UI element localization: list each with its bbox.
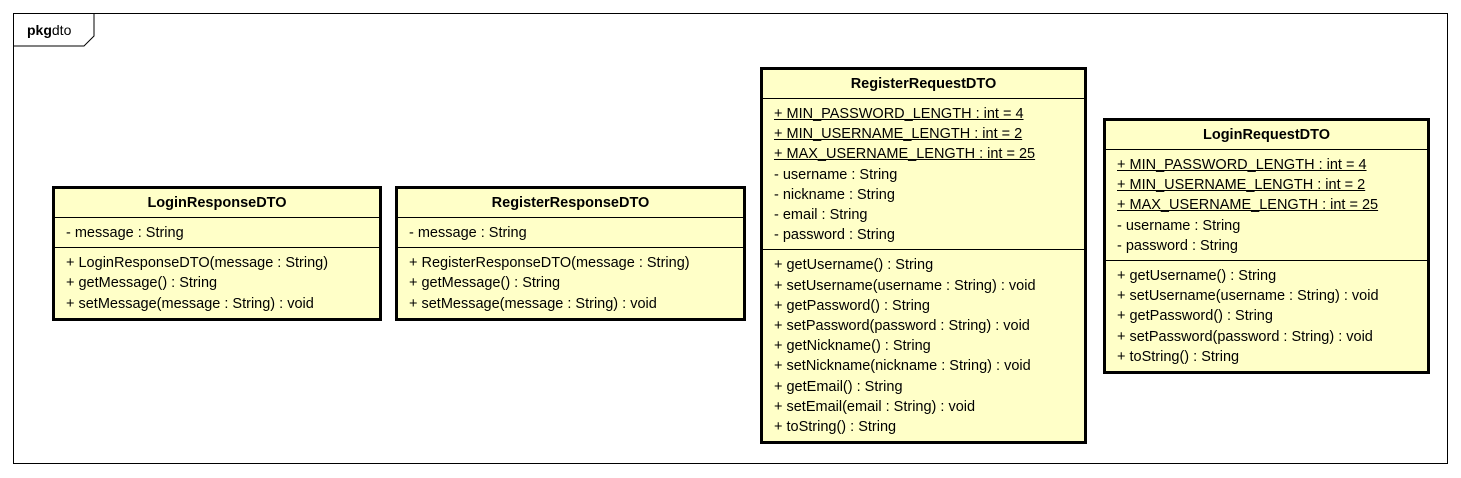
attribute: - username : String: [1117, 217, 1241, 234]
class-name: RegisterResponseDTO: [491, 195, 650, 211]
operation: + getMessage() : String: [66, 275, 218, 292]
operation: + getUsername() : String: [1117, 268, 1277, 285]
operation: + setEmail(email : String) : void: [774, 398, 976, 415]
attribute: - nickname : String: [774, 186, 895, 203]
operation: + getPassword() : String: [1117, 308, 1273, 325]
class-name: LoginResponseDTO: [147, 195, 287, 211]
static-attribute: + MAX_USERNAME_LENGTH : int = 25: [774, 146, 1036, 163]
class-login-response-dto[interactable]: LoginResponseDTO - message : String + Lo…: [52, 186, 382, 321]
operations-section: + LoginResponseDTO(message : String) + g…: [55, 247, 379, 318]
class-register-response-dto[interactable]: RegisterResponseDTO - message : String +…: [395, 186, 746, 321]
static-attribute: + MIN_PASSWORD_LENGTH : int = 4: [774, 106, 1024, 122]
package-frame: pkgdto: [13, 13, 1448, 464]
attributes-section: - message : String: [398, 217, 743, 247]
class-name: LoginRequestDTO: [1202, 127, 1330, 143]
class-name: RegisterRequestDTO: [850, 76, 997, 92]
operations-section: + getUsername() : String + setUsername(u…: [763, 249, 1084, 441]
operation: + toString() : String: [774, 419, 897, 436]
static-attribute: + MIN_USERNAME_LENGTH : int = 2: [1117, 177, 1366, 194]
package-label: pkgdto: [27, 22, 71, 38]
operation: + setMessage(message : String) : void: [66, 295, 314, 312]
operation: + getMessage() : String: [409, 275, 561, 292]
operations-section: + getUsername() : String + setUsername(u…: [1106, 260, 1427, 371]
operation: + setPassword(password : String) : void: [774, 318, 1030, 335]
attribute: - password : String: [1117, 237, 1238, 254]
operation: + setUsername(username : String) : void: [1117, 288, 1379, 305]
static-attribute: + MIN_USERNAME_LENGTH : int = 2: [774, 126, 1023, 143]
attribute: - message : String: [409, 225, 527, 241]
package-tab: [14, 14, 95, 47]
attribute: - password : String: [774, 227, 895, 244]
operation: + LoginResponseDTO(message : String): [66, 255, 329, 272]
static-attribute: + MAX_USERNAME_LENGTH : int = 25: [1117, 197, 1379, 214]
operations-section: + RegisterResponseDTO(message : String) …: [398, 247, 743, 318]
operation: + RegisterResponseDTO(message : String): [409, 255, 690, 272]
operation: + setPassword(password : String) : void: [1117, 328, 1373, 345]
package-keyword: pkg: [27, 22, 52, 38]
attributes-section: + MIN_PASSWORD_LENGTH : int = 4 + MIN_US…: [763, 98, 1084, 249]
attribute: - email : String: [774, 207, 868, 224]
operation: + getPassword() : String: [774, 297, 930, 314]
operation: + getUsername() : String: [774, 257, 934, 274]
package-name: dto: [51, 22, 72, 38]
operation: + toString() : String: [1117, 348, 1240, 365]
attribute: - message : String: [66, 225, 184, 241]
operation: + setNickname(nickname : String) : void: [774, 358, 1031, 375]
operation: + setUsername(username : String) : void: [774, 277, 1036, 294]
class-register-request-dto[interactable]: RegisterRequestDTO + MIN_PASSWORD_LENGTH…: [760, 67, 1087, 445]
attributes-section: - message : String: [55, 217, 379, 247]
operation: + getNickname() : String: [774, 338, 931, 355]
operation: + getEmail() : String: [774, 378, 903, 395]
class-login-request-dto[interactable]: LoginRequestDTO + MIN_PASSWORD_LENGTH : …: [1103, 118, 1430, 375]
static-attribute: + MIN_PASSWORD_LENGTH : int = 4: [1117, 157, 1367, 173]
operation: + setMessage(message : String) : void: [409, 295, 657, 312]
attribute: - username : String: [774, 166, 898, 183]
attributes-section: + MIN_PASSWORD_LENGTH : int = 4 + MIN_US…: [1106, 149, 1427, 260]
